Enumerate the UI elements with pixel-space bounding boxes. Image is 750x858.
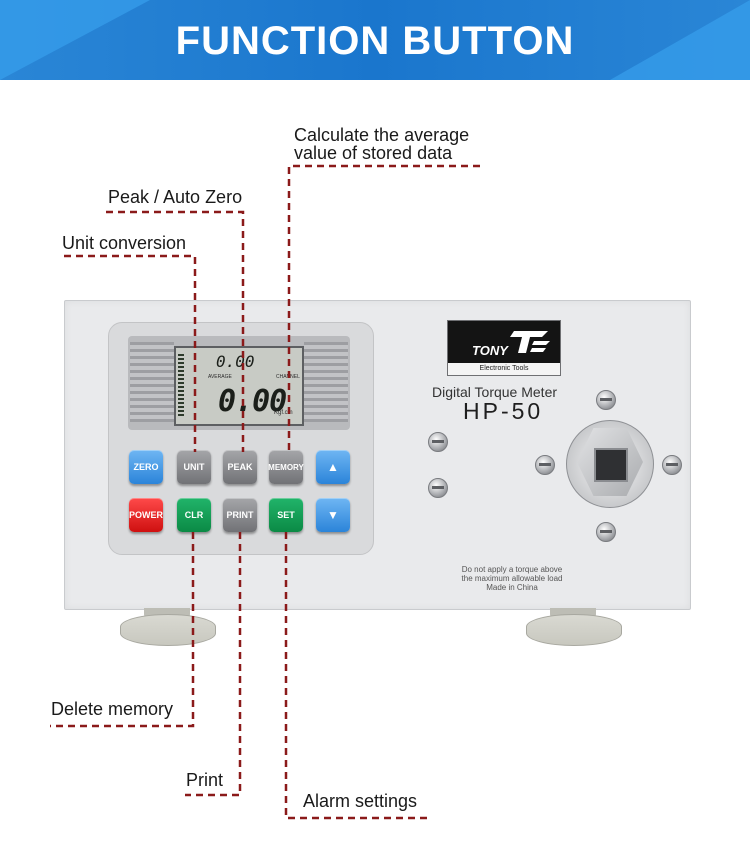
warning-line-1: Do not apply a torque above <box>461 565 563 574</box>
screw-icon <box>596 390 616 410</box>
warning-line-3: Made in China <box>486 583 538 592</box>
lcd-display: 0.00 AVERAGE CHANNEL 0.00 Kgf.cm <box>174 346 304 426</box>
square-drive-socket <box>594 448 628 482</box>
memory-button[interactable]: MEMORY <box>268 450 304 484</box>
label-alarm-settings: Alarm settings <box>303 791 418 811</box>
lcd-top-value: 0.00 <box>216 352 255 371</box>
warning-line-2: the maximum allowable load <box>461 574 563 583</box>
screw-icon <box>662 455 682 475</box>
logo-dark-area: TONY <box>448 321 560 363</box>
screw-icon <box>428 432 448 452</box>
clr-button[interactable]: CLR <box>177 498 211 532</box>
power-button[interactable]: POWER <box>129 498 163 532</box>
up-arrow-button[interactable]: ▲ <box>316 450 350 484</box>
lcd-unit-label: Kgf.cm <box>274 410 293 416</box>
device-foot-right <box>526 608 622 646</box>
lcd-main-value: 0.00 <box>218 384 287 419</box>
brand-name: TONY <box>472 343 508 358</box>
speaker-grille-right <box>304 342 348 422</box>
down-arrow-button[interactable]: ▼ <box>316 498 350 532</box>
label-peak-auto-zero: Peak / Auto Zero <box>108 187 243 207</box>
label-print: Print <box>186 770 224 790</box>
print-button[interactable]: PRINT <box>223 498 257 532</box>
lcd-bar-indicator <box>178 354 184 418</box>
header-banner: FUNCTION BUTTON <box>0 0 750 80</box>
brand-mark-icon <box>510 331 550 353</box>
zero-button[interactable]: ZERO <box>129 450 163 484</box>
screw-icon <box>535 455 555 475</box>
lcd-average-label: AVERAGE <box>208 374 232 380</box>
warning-text: Do not apply a torque above the maximum … <box>440 565 584 592</box>
label-average-line-1: Calculate the average <box>294 125 470 145</box>
screw-icon <box>596 522 616 542</box>
speaker-grille-left <box>130 342 174 422</box>
screw-icon <box>428 478 448 498</box>
peak-button[interactable]: PEAK <box>223 450 257 484</box>
page-title: FUNCTION BUTTON <box>175 19 575 63</box>
brand-logo: TONY Electronic Tools <box>447 320 561 376</box>
label-average-line-2: value of stored data <box>294 143 453 163</box>
label-delete-memory: Delete memory <box>51 699 174 719</box>
set-button[interactable]: SET <box>269 498 303 532</box>
brand-subtitle: Electronic Tools <box>479 365 529 372</box>
device-name: Digital Torque Meter <box>432 384 558 400</box>
model-number: HP-50 <box>463 398 544 424</box>
unit-button[interactable]: UNIT <box>177 450 211 484</box>
device-foot-left <box>120 608 216 646</box>
label-unit-conversion: Unit conversion <box>62 233 187 253</box>
